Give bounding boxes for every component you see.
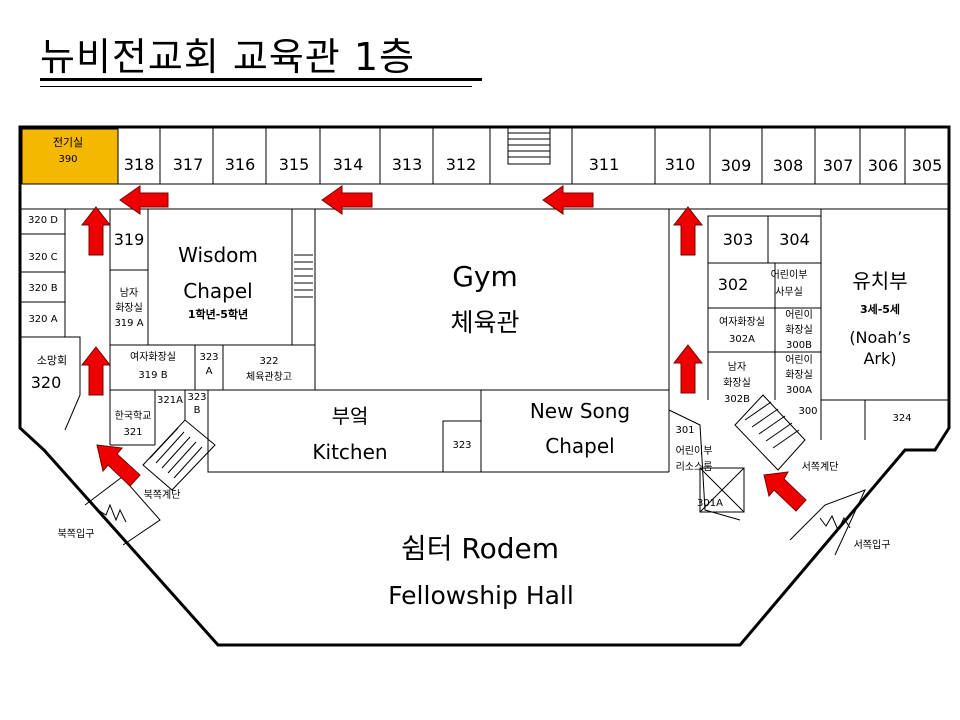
room-302B-name1: 남자 [727, 362, 747, 373]
room-323A-letter: A [205, 366, 213, 377]
wisdom-chapel-title1: Wisdom [178, 243, 258, 267]
arrow-diag-west [763, 471, 807, 512]
room-319B-number: 319 B [138, 370, 168, 381]
room-319A-name1: 남자 [119, 288, 139, 299]
room-electrical-number: 390 [58, 154, 78, 165]
room-310: 310 [664, 155, 696, 174]
arrow-up-320 [80, 346, 112, 396]
room-317: 317 [172, 155, 204, 174]
room-313: 313 [391, 155, 423, 174]
preschool-en2: Ark) [863, 349, 897, 368]
room-300A-name1: 어린이 [785, 355, 813, 366]
room-302B-number: 302B [724, 394, 750, 405]
west-stairs-label: 서쪽계단 [801, 462, 839, 473]
room-324: 324 [892, 413, 912, 424]
room-315: 315 [278, 155, 310, 174]
arrow-left-318 [119, 185, 169, 215]
children-office-name1: 어린이부 [770, 270, 808, 281]
building-outline [18, 125, 951, 647]
room-300A-number: 300A [786, 385, 812, 396]
room-320-number: 320 [30, 373, 62, 392]
newsong-chapel-title1: New Song [529, 399, 631, 423]
room-319B-name: 여자화장실 [130, 352, 176, 363]
preschool-ages: 3세-5세 [859, 303, 901, 316]
room-electrical-name: 전기실 [52, 136, 84, 149]
title-underline [40, 78, 482, 81]
room-320D: 320 D [28, 215, 58, 226]
room-319A-number: 319 A [114, 318, 144, 329]
room-300A-name2: 화장실 [785, 370, 813, 381]
arrow-up-320D [80, 206, 112, 256]
arrow-diag-north [96, 444, 141, 487]
room-307: 307 [822, 156, 854, 175]
arrow-up-302B [672, 344, 704, 394]
room-322-name: 체육관창고 [246, 372, 292, 383]
room-318: 318 [123, 155, 155, 174]
room-305: 305 [911, 156, 943, 175]
wisdom-chapel-title2: Chapel [183, 279, 253, 303]
kitchen-title-ko: 부엌 [331, 404, 369, 428]
room-322-number: 322 [259, 356, 279, 367]
arrow-left-314 [321, 185, 373, 215]
preschool-en1: (Noah’s [849, 328, 911, 347]
room-319: 319 [113, 230, 145, 249]
wisdom-chapel-grades: 1학년-5학년 [187, 308, 249, 321]
room-320B: 320 B [28, 283, 58, 294]
preschool-title: 유치부 [852, 269, 908, 293]
room-302A-number: 302A [729, 334, 755, 345]
room-301-name1: 어린이부 [675, 446, 713, 457]
gym-title-ko: 체육관 [450, 308, 520, 337]
room-300B-name2: 화장실 [785, 325, 813, 336]
room-304: 304 [779, 230, 810, 249]
room-323B-number: 323 [187, 392, 207, 403]
room-314: 314 [332, 155, 364, 174]
room-321-name: 한국학교 [114, 411, 152, 422]
room-303: 303 [722, 230, 754, 249]
kitchen-title: Kitchen [312, 440, 388, 464]
wall-lines [20, 127, 949, 521]
room-321A: 321A [157, 395, 183, 406]
newsong-chapel-title2: Chapel [545, 434, 615, 458]
arrow-up-303 [672, 206, 704, 256]
room-323A-number: 323 [199, 352, 219, 363]
room-321-number: 321 [123, 427, 143, 438]
room-323B-letter: B [193, 405, 201, 416]
children-office-name2: 사무실 [775, 287, 803, 298]
fellowship-hall-title1: 쉼터 Rodem [400, 532, 560, 565]
room-311: 311 [588, 155, 620, 174]
north-stairs-label: 북쪽계단 [143, 490, 181, 501]
room-302B-name2: 화장실 [723, 378, 751, 389]
room-300B-number: 300B [786, 340, 812, 351]
room-301-name2: 리소스룸 [675, 462, 713, 473]
room-301: 301 [675, 425, 695, 436]
west-entrance-label: 서쪽입구 [853, 540, 891, 551]
north-entrance-label: 북쪽입구 [57, 529, 95, 540]
room-308: 308 [772, 156, 804, 175]
room-320C: 320 C [28, 252, 58, 263]
page-title: 뉴비전교회 교육관 1층 [40, 35, 415, 79]
title-underline-thin [40, 86, 472, 87]
room-300B-name1: 어린이 [785, 310, 813, 321]
room-306: 306 [867, 156, 899, 175]
room-319A-name2: 화장실 [115, 303, 143, 314]
arrow-left-311 [542, 185, 594, 215]
direction-arrows [80, 185, 807, 512]
stairs [84, 126, 866, 556]
room-320A: 320 A [28, 314, 58, 325]
room-302A-name: 여자화장실 [719, 317, 765, 328]
room-323: 323 [452, 440, 472, 451]
electrical-room [21, 128, 119, 185]
gym-title: Gym [452, 260, 518, 293]
room-309: 309 [720, 156, 752, 175]
room-320-name: 소망회 [36, 354, 68, 367]
room-301A: 301A [697, 498, 723, 509]
room-300: 300 [798, 406, 818, 417]
room-312: 312 [445, 155, 477, 174]
room-302: 302 [717, 275, 749, 294]
fellowship-hall-title2: Fellowship Hall [388, 581, 574, 610]
room-316: 316 [224, 155, 256, 174]
